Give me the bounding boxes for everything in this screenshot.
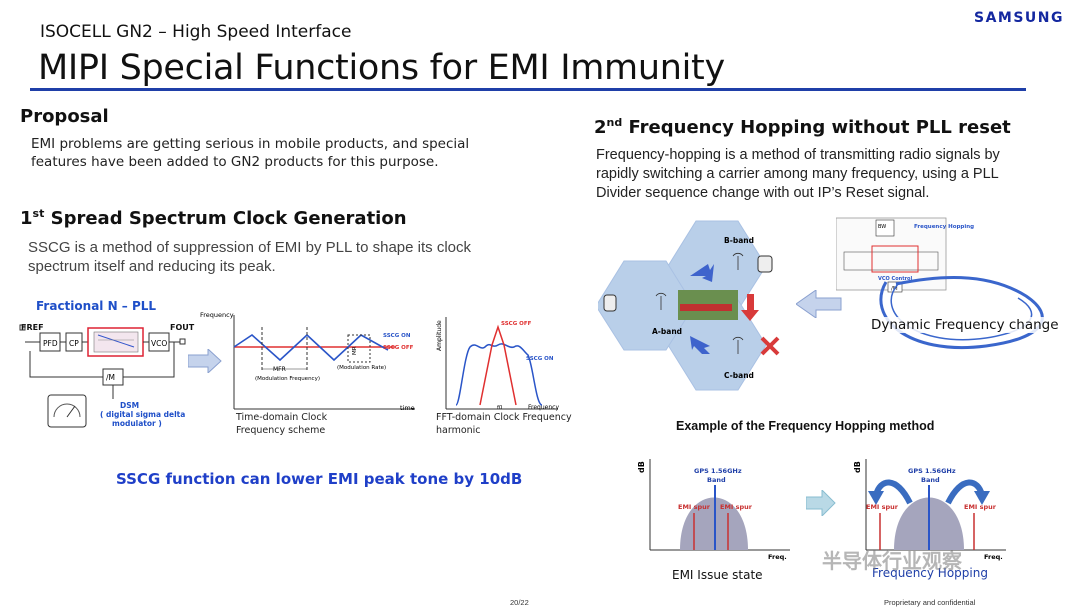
- sscg-on-legend: SSCG ON: [383, 333, 411, 339]
- device-a-icon: [603, 294, 617, 312]
- hopping-text-line-1: Frequency-hopping is a method of transmi…: [596, 147, 1000, 163]
- fft-axis-x-label: Frequency: [528, 404, 559, 411]
- pll-fout: FOUT: [170, 323, 195, 332]
- fft-sscg-on-legend: SSCG ON: [526, 356, 554, 362]
- vco-label: VCO: [151, 339, 167, 348]
- left-arrow-icon: [796, 290, 842, 318]
- example-arrow-icon: [806, 490, 836, 516]
- vco-control-label: VCO Control: [878, 276, 912, 282]
- sscg-text-line-1: SSCG is a method of suppression of EMI b…: [28, 239, 471, 256]
- pll-hopping-diagram: BW Frequency Hopping VCO Control /M: [836, 217, 1044, 349]
- hopping-caption: Frequency Hopping: [872, 566, 988, 580]
- mfr-note: (Modulation Frequency): [255, 376, 320, 382]
- sscg-on-curve: [455, 343, 543, 406]
- sscg-heading: 1st Spread Spectrum Clock Generation: [20, 208, 407, 229]
- right-arrow-icon: [188, 349, 222, 373]
- emi-issue-caption: EMI Issue state: [672, 568, 763, 582]
- sscg-text: SSCG is a method of suppression of EMI b…: [28, 238, 471, 276]
- proposal-text: EMI problems are getting serious in mobi…: [31, 135, 469, 171]
- dsm-desc-1: ( digital sigma delta: [100, 410, 185, 419]
- a-band-label: A-band: [652, 327, 682, 336]
- dsm-gauge-icon: [47, 394, 87, 428]
- blue-arrow-icon: [690, 264, 714, 282]
- slide-title: MIPI Special Functions for EMI Immunity: [38, 48, 725, 88]
- hop-arrow-right: [945, 479, 985, 505]
- sscg-text-line-2: spectrum itself and reducing its peak.: [28, 258, 276, 275]
- slide-subtitle: ISOCELL GN2 – High Speed Interface: [40, 22, 352, 42]
- frequency-hopping-chart: dB GPS 1.56GHz Band EMI spur EMI spur Fr…: [853, 459, 1006, 561]
- sscg-claim: SSCG function can lower EMI peak tone by…: [116, 470, 523, 488]
- freq-label-2: Freq.: [984, 553, 1003, 561]
- b-band-label: B-band: [724, 236, 754, 245]
- time-axis-y-label: Frequency: [200, 311, 234, 319]
- cp-label: CP: [69, 339, 79, 348]
- sscg-heading-sup: st: [32, 207, 45, 220]
- sscg-heading-num: 1: [20, 208, 33, 229]
- fft-caption-2: harmonic: [436, 425, 481, 436]
- band-label-2: Band: [921, 476, 940, 484]
- fft-axis-y-label: Amplitude: [436, 320, 443, 351]
- device-b-icon: [757, 255, 773, 273]
- proposal-heading: Proposal: [20, 106, 109, 127]
- sscg-off-curve: [479, 324, 517, 406]
- sscg-off-legend: SSCG OFF: [383, 345, 414, 351]
- confidential-note: Proprietary and confidential: [884, 598, 976, 607]
- hopping-heading-sup: nd: [606, 116, 623, 129]
- time-caption-1: Time-domain Clock: [235, 412, 328, 423]
- time-caption-2: Frequency scheme: [236, 425, 325, 436]
- samsung-logo: SAMSUNG: [973, 10, 1064, 26]
- sscg-heading-rest: Spread Spectrum Clock Generation: [44, 208, 407, 229]
- example-title: Example of the Frequency Hopping method: [676, 419, 935, 433]
- mfr-label: MFR: [273, 366, 286, 373]
- fft-chart: Amplitude Frequency f0 SSCG OFF SSCG ON …: [436, 317, 572, 436]
- band-label-1: Band: [707, 476, 726, 484]
- band-hexagon-diagram: B-band A-band C-band: [598, 220, 780, 391]
- mr-label: MR: [352, 346, 358, 355]
- mr-note: (Modulation Rate): [337, 365, 386, 371]
- page-number: 20/22: [510, 598, 529, 607]
- fft-f0-label: f0: [497, 405, 503, 411]
- hop-arrow-left: [873, 479, 913, 505]
- hopping-heading-rest: Frequency Hopping without PLL reset: [622, 117, 1011, 138]
- hopping-text: Frequency-hopping is a method of transmi…: [596, 146, 1056, 203]
- emi-spur-label-2a: EMI spur: [866, 503, 899, 511]
- dynamic-label: Dynamic Frequency change: [871, 317, 1059, 333]
- watermark: 半导体行业观察: [822, 549, 962, 573]
- gps-label-1: GPS 1.56GHz: [694, 467, 742, 475]
- dsm-desc-2: modulator ): [112, 419, 162, 428]
- emi-issue-chart: dB GPS 1.56GHz Band EMI spur EMI spur Fr…: [637, 459, 790, 561]
- time-domain-chart: Frequency time MFR (Modulation Frequency…: [200, 311, 415, 436]
- emi-spur-label-1b: EMI spur: [720, 503, 753, 511]
- dsm-title: DSM: [120, 401, 139, 410]
- proposal-text-line-2: features have been added to GN2 products…: [31, 154, 439, 170]
- emi-spur-label-1a: EMI spur: [678, 503, 711, 511]
- pll-fref: FREF: [21, 323, 44, 332]
- emi-spur-label-2b: EMI spur: [964, 503, 997, 511]
- pfd-label: PFD: [43, 339, 58, 348]
- proposal-text-line-1: EMI problems are getting serious in mobi…: [31, 136, 470, 152]
- pll-diagram: Fractional N – PLL FREF FOUT PFD CP VCO …: [19, 299, 195, 428]
- blue-arrow-2-icon: [690, 336, 710, 354]
- divider-label: /M: [106, 373, 115, 382]
- db-label-2: dB: [853, 461, 862, 473]
- bw-label: BW: [878, 224, 886, 230]
- fft-caption-1: FFT-domain Clock Frequency: [436, 412, 572, 423]
- blocked-icon: [760, 336, 780, 356]
- a-band-hex: [598, 260, 695, 351]
- red-arrow-icon: [741, 294, 759, 321]
- pll-title: Fractional N – PLL: [36, 299, 156, 313]
- hopping-text-line-2: rapidly switching a carrier among many f…: [596, 166, 999, 182]
- fh-label: Frequency Hopping: [914, 224, 974, 230]
- hopping-heading: 2nd Frequency Hopping without PLL reset: [594, 117, 1011, 138]
- hopping-heading-num: 2: [594, 117, 607, 138]
- gps-label-2: GPS 1.56GHz: [908, 467, 956, 475]
- hopping-text-line-3: Divider sequence change with out IP’s Re…: [596, 185, 930, 201]
- freq-label-1: Freq.: [768, 553, 787, 561]
- title-divider: [30, 88, 1026, 91]
- fft-sscg-off-legend: SSCG OFF: [501, 321, 532, 327]
- c-band-label: C-band: [724, 371, 754, 380]
- db-label-1: dB: [637, 461, 646, 473]
- time-axis-x-label: time: [400, 404, 415, 412]
